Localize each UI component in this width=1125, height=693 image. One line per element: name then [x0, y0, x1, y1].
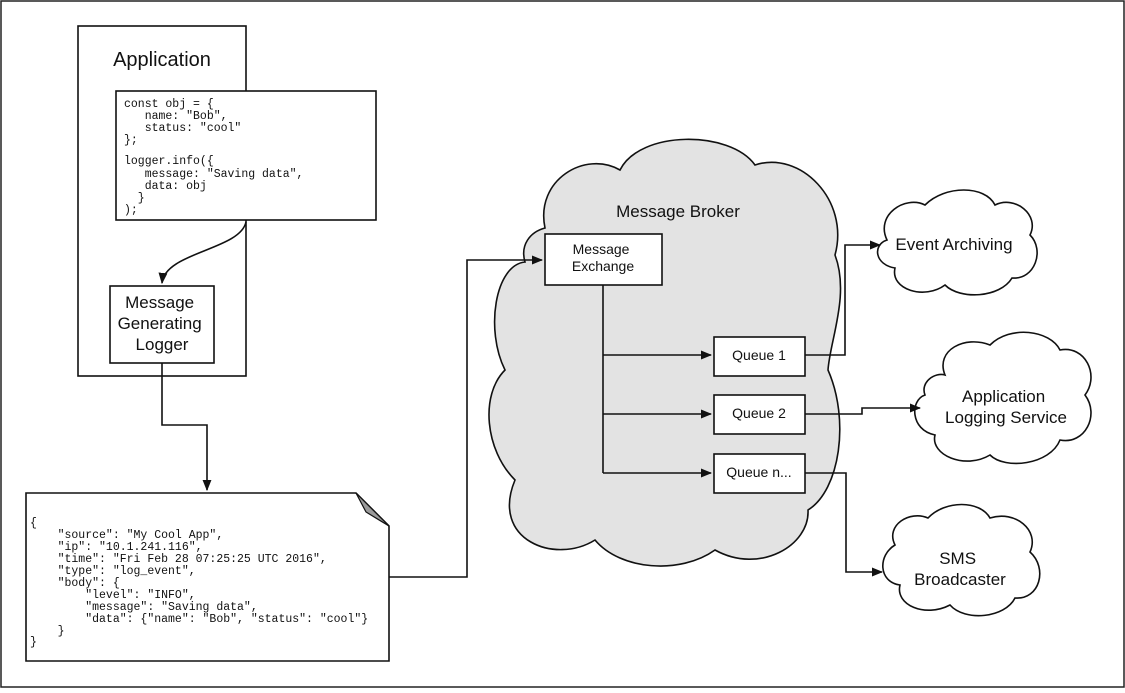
payload-line: "ip": "10.1.241.116", — [30, 541, 203, 554]
queue-n-box: Queue n... — [713, 453, 806, 494]
code-line: const obj = { — [124, 98, 214, 111]
payload-line: "message": "Saving data", — [30, 601, 258, 614]
sms-broadcaster-cloud: SMS Broadcaster — [882, 503, 1041, 617]
payload-line: "source": "My Cool App", — [30, 529, 223, 542]
code-line: } — [124, 192, 145, 205]
code-text: const obj = { name: "Bob", status: "cool… — [124, 98, 310, 217]
code-to-logger-arrow — [158, 221, 247, 285]
code-line: }; — [124, 134, 138, 147]
payload-line: "time": "Fri Feb 28 07:25:25 UTC 2016", — [30, 553, 327, 566]
queue-n-label: Queue n... — [726, 464, 791, 480]
code-line: status: "cool" — [124, 122, 241, 135]
sms-broadcaster-label: SMS Broadcaster — [914, 549, 1006, 589]
code-line: message: "Saving data", — [124, 168, 303, 181]
queue1-to-archiving-arrow — [805, 240, 882, 356]
payload-line: } — [30, 625, 65, 638]
payload-line: "data": {"name": "Bob", "status": "cool"… — [30, 613, 368, 626]
queue-2-box: Queue 2 — [713, 394, 806, 435]
queue-1-box: Queue 1 — [713, 336, 806, 377]
logging-service-cloud: Application Logging Service — [913, 331, 1092, 465]
queuen-to-sms-arrow — [805, 472, 884, 577]
code-line: logger.info({ — [124, 155, 214, 168]
code-line: data: obj — [124, 180, 207, 193]
broker-title: Message Broker — [616, 202, 740, 221]
queue-2-label: Queue 2 — [732, 405, 786, 421]
payload-line: "level": "INFO", — [30, 589, 196, 602]
payload-line: } — [30, 636, 37, 649]
logger-box: Message Generating Logger — [109, 285, 215, 364]
payload-text: { "source": "My Cool App", "ip": "10.1.2… — [30, 517, 375, 649]
queue-1-label: Queue 1 — [732, 347, 786, 363]
payload-line: "body": { — [30, 577, 120, 590]
event-archiving-cloud: Event Archiving — [876, 189, 1038, 296]
logger-to-payload-arrow — [161, 363, 212, 492]
logger-label: Message Generating Logger — [118, 293, 207, 354]
code-box: const obj = { name: "Bob", status: "cool… — [115, 90, 377, 221]
payload-line: { — [30, 517, 37, 530]
payload-to-exchange-arrow — [389, 255, 544, 578]
payload-document: { "source": "My Cool App", "ip": "10.1.2… — [25, 492, 390, 662]
code-line: name: "Bob", — [124, 110, 228, 123]
queue2-to-logging-arrow — [805, 403, 922, 415]
exchange-label: Message Exchange — [572, 241, 634, 274]
application-title: Application — [113, 49, 211, 71]
event-archiving-label: Event Archiving — [895, 235, 1012, 254]
message-exchange-box: Message Exchange — [544, 233, 663, 286]
code-line: ); — [124, 204, 138, 217]
payload-line: "type": "log_event", — [30, 565, 196, 578]
logging-service-label: Application Logging Service — [945, 387, 1067, 427]
